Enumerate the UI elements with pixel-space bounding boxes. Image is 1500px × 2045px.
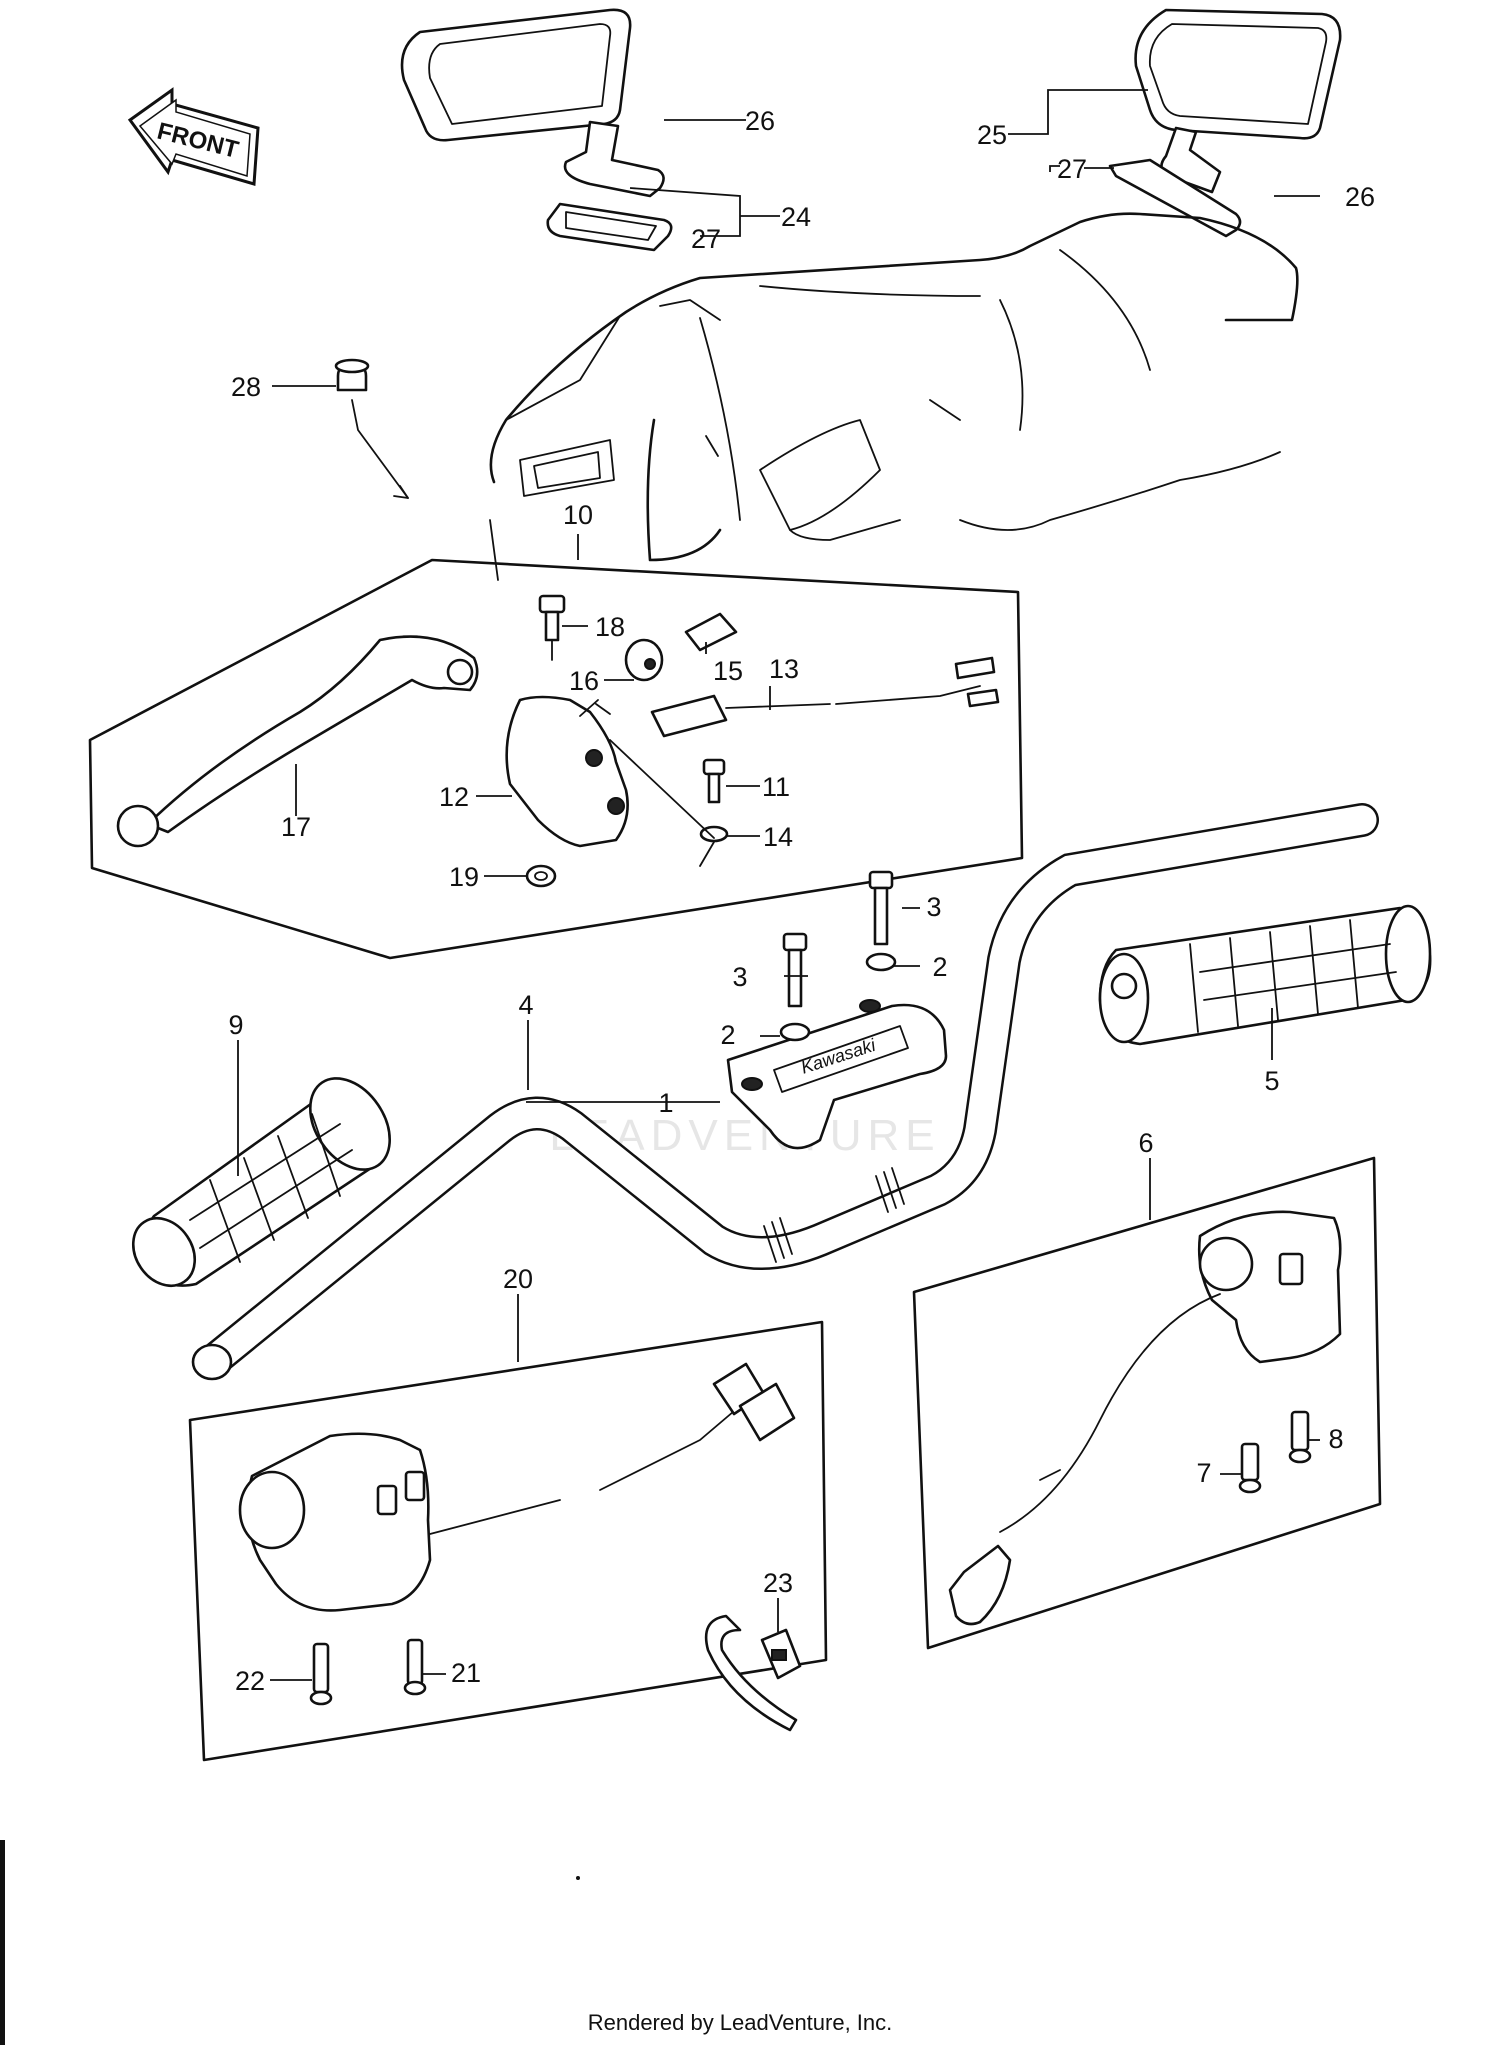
- handlebar-clamp: Kawasaki: [726, 999, 948, 1150]
- left-grip: [131, 1077, 392, 1288]
- footer-credit: Rendered by LeadVenture, Inc.: [588, 2010, 893, 2035]
- callout-9: 9: [228, 1010, 243, 1040]
- callout-3: 3: [926, 892, 941, 922]
- right-throttle-grip: [1098, 904, 1432, 1046]
- callout-2: 2: [932, 952, 947, 982]
- callout-23: 23: [763, 1568, 793, 1598]
- callout-19: 19: [449, 862, 479, 892]
- callout-3: 3: [732, 962, 747, 992]
- callout-16: 16: [569, 666, 599, 696]
- callout-26: 26: [745, 106, 775, 136]
- callout-18: 18: [595, 612, 625, 642]
- fairing: [489, 212, 1299, 581]
- callout-14: 14: [763, 822, 793, 852]
- callout-11: 11: [762, 772, 790, 802]
- left-mirror: [400, 8, 673, 252]
- callout-numbers: 1 2 2 3 3 4 5 6 7 8 9 10 11 12 13 14 15 …: [228, 106, 1375, 1696]
- dot-mark: [576, 1876, 580, 1880]
- right-mirror: [1108, 8, 1342, 238]
- callout-4: 4: [518, 990, 533, 1020]
- callout-1: 1: [658, 1088, 673, 1118]
- callout-13: 13: [769, 654, 799, 684]
- callout-28: 28: [231, 372, 261, 402]
- callout-7: 7: [1196, 1458, 1211, 1488]
- left-switch-panel: [188, 1320, 828, 1762]
- callout-15: 15: [713, 656, 743, 686]
- callout-8: 8: [1328, 1424, 1343, 1454]
- callout-5: 5: [1264, 1066, 1279, 1096]
- edge-mark: [0, 1840, 5, 2045]
- front-arrow-icon: FRONT: [127, 87, 260, 186]
- callout-20: 20: [503, 1264, 533, 1294]
- clamp-bolts: [779, 870, 897, 1042]
- callout-27: 27: [1057, 154, 1087, 184]
- callout-6: 6: [1138, 1128, 1153, 1158]
- callout-26: 26: [1345, 182, 1375, 212]
- callout-24: 24: [781, 202, 811, 232]
- brake-lever-panel: [88, 558, 1024, 960]
- handlebar: [191, 803, 1379, 1381]
- callout-2: 2: [720, 1020, 735, 1050]
- right-switch-panel: [912, 1156, 1382, 1650]
- callout-22: 22: [235, 1666, 265, 1696]
- callout-27: 27: [691, 224, 721, 254]
- callout-10: 10: [563, 500, 593, 530]
- callout-17: 17: [281, 812, 311, 842]
- callout-12: 12: [439, 782, 469, 812]
- callout-25: 25: [977, 120, 1007, 150]
- callout-21: 21: [451, 1658, 481, 1688]
- cable-strap: [704, 1614, 802, 1732]
- part-28-plug: [334, 358, 409, 499]
- leader-lines: [237, 89, 1320, 1681]
